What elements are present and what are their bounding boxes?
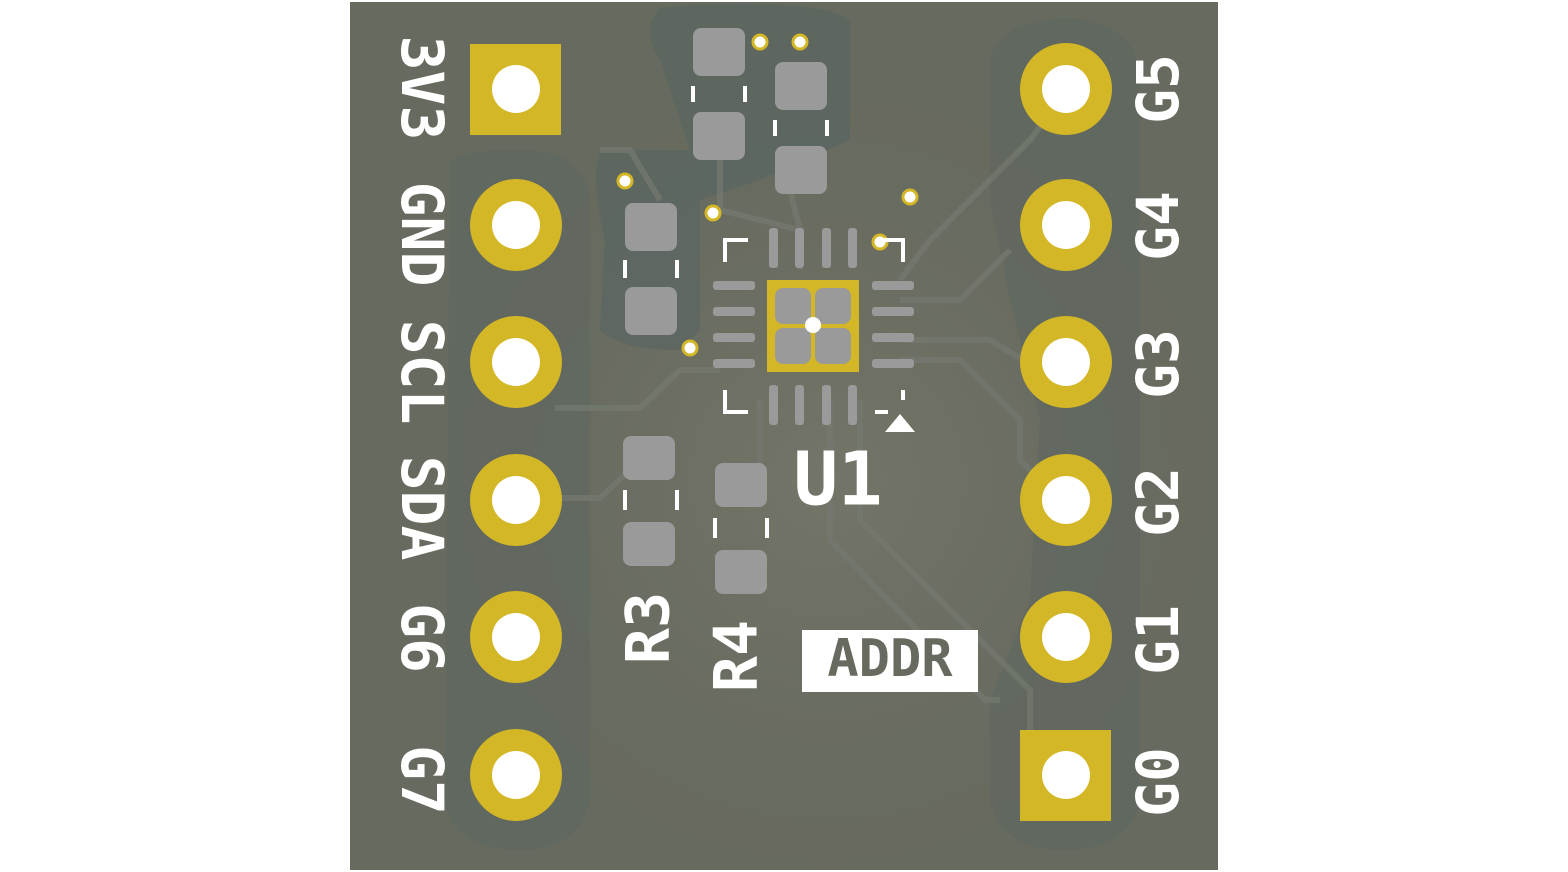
right-label-g0: G0 [1124, 747, 1192, 817]
smd-pad [693, 112, 745, 160]
left-labels: 3V3 GND SCL SDA G6 G7 [388, 36, 456, 815]
via [791, 33, 809, 51]
right-label-g3: G3 [1124, 329, 1192, 399]
addr-label-text: ADDR [827, 629, 953, 689]
pin-pad-g6 [470, 591, 562, 683]
pin-pad-3v3 [470, 44, 561, 135]
pin-pad-g0 [1020, 730, 1111, 821]
smd-pads [623, 28, 827, 594]
right-label-g5: G5 [1124, 54, 1192, 124]
r4-designator: R4 [702, 620, 772, 692]
right-label-g2: G2 [1124, 467, 1192, 537]
pin-pad-g5 [1020, 43, 1112, 135]
smd-pad-r4 [715, 463, 767, 507]
smd-pad-r3 [623, 436, 675, 480]
pin1-marker-icon [885, 414, 915, 432]
pin-pad-g2 [1020, 454, 1112, 546]
vias [616, 33, 919, 357]
smd-pad [625, 203, 677, 251]
left-label-g7: G7 [388, 745, 456, 815]
smd-pad-r3 [623, 522, 675, 566]
smd-pad [625, 287, 677, 335]
via [704, 204, 722, 222]
right-labels: G5 G4 G3 G2 G1 G0 [1124, 54, 1192, 817]
r3-designator: R3 [614, 592, 684, 664]
via [616, 172, 634, 190]
right-label-g1: G1 [1124, 605, 1192, 675]
pin-pad-g7 [470, 729, 562, 821]
smd-pad [775, 146, 827, 194]
smd-pad [693, 28, 745, 76]
left-label-3v3: 3V3 [388, 36, 456, 141]
smd-pad [775, 62, 827, 110]
smd-pad-r4 [715, 550, 767, 594]
traces [555, 98, 1063, 780]
right-header [1020, 43, 1112, 821]
via [751, 33, 769, 51]
u1-designator: U1 [793, 437, 882, 523]
resistor-silk-marks [623, 86, 829, 538]
left-header [470, 44, 562, 821]
pin-pad-scl [470, 316, 562, 408]
via [901, 188, 919, 206]
left-label-scl: SCL [388, 320, 456, 425]
addr-label: ADDR [802, 629, 978, 692]
u1-package [713, 228, 915, 432]
pin-pad-g1 [1020, 591, 1112, 683]
pin-pad-gnd [470, 179, 562, 271]
via [681, 339, 699, 357]
right-label-g4: G4 [1124, 191, 1192, 261]
left-label-sda: SDA [388, 456, 456, 561]
pin-pad-sda [470, 454, 562, 546]
left-label-g6: G6 [388, 603, 456, 673]
pin-pad-g3 [1020, 316, 1112, 408]
left-label-gnd: GND [388, 182, 456, 287]
pin-pad-g4 [1020, 179, 1112, 271]
